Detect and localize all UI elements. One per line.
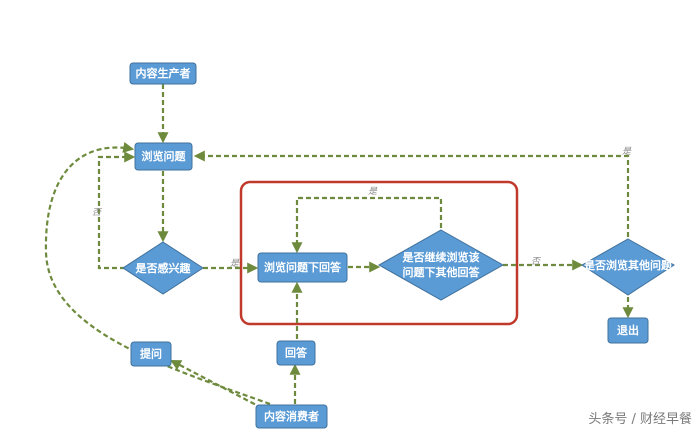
- edge-label-yes-interest: 是: [230, 258, 240, 269]
- node-exit: 退出: [607, 317, 649, 344]
- node-ask: 提问: [130, 341, 172, 367]
- node-exit-label: 退出: [617, 323, 639, 337]
- node-consumer-label: 内容消费者: [264, 409, 319, 423]
- edge-consumer-to-browse: [44, 142, 271, 406]
- node-ask-label: 提问: [140, 347, 162, 361]
- node-other-questions: 是否浏览其他问题: [581, 238, 675, 296]
- node-browse: 浏览问题: [134, 142, 193, 171]
- node-interested: 是否感兴趣: [122, 241, 204, 295]
- node-continue: 是否继续浏览该 问题下其他回答: [377, 229, 505, 301]
- edge-label-no-continue: 否: [531, 256, 542, 267]
- edge-label-yes-other: 是: [622, 146, 632, 157]
- node-answer: 回答: [276, 340, 316, 366]
- node-producer: 内容生产者: [129, 62, 197, 85]
- node-consumer: 内容消费者: [255, 404, 328, 429]
- node-browse-label: 浏览问题: [142, 149, 187, 163]
- node-other-questions-label: 是否浏览其他问题: [583, 258, 673, 272]
- node-answer-label: 回答: [285, 346, 308, 360]
- edge-label-no-interest: 否: [92, 207, 103, 218]
- node-interested-label: 是否感兴趣: [135, 261, 192, 275]
- node-continue-label-line2: 问题下其他回答: [403, 265, 481, 279]
- node-browse-answers-label: 浏览问题下回答: [264, 260, 342, 274]
- highlight-box: [239, 180, 519, 326]
- edge-interested-no: [97, 151, 136, 270]
- node-browse-answers: 浏览问题下回答: [257, 252, 348, 283]
- watermark: 头条号 / 财经早餐: [588, 411, 692, 427]
- node-producer-label: 内容生产者: [136, 66, 191, 80]
- edge-continue-yes: [291, 196, 443, 254]
- node-continue-label-line1: 是否继续浏览该: [402, 250, 480, 264]
- edge-label-yes-continue: 是: [368, 186, 378, 197]
- edge-other-yes: [193, 150, 630, 237]
- edges: [44, 84, 634, 409]
